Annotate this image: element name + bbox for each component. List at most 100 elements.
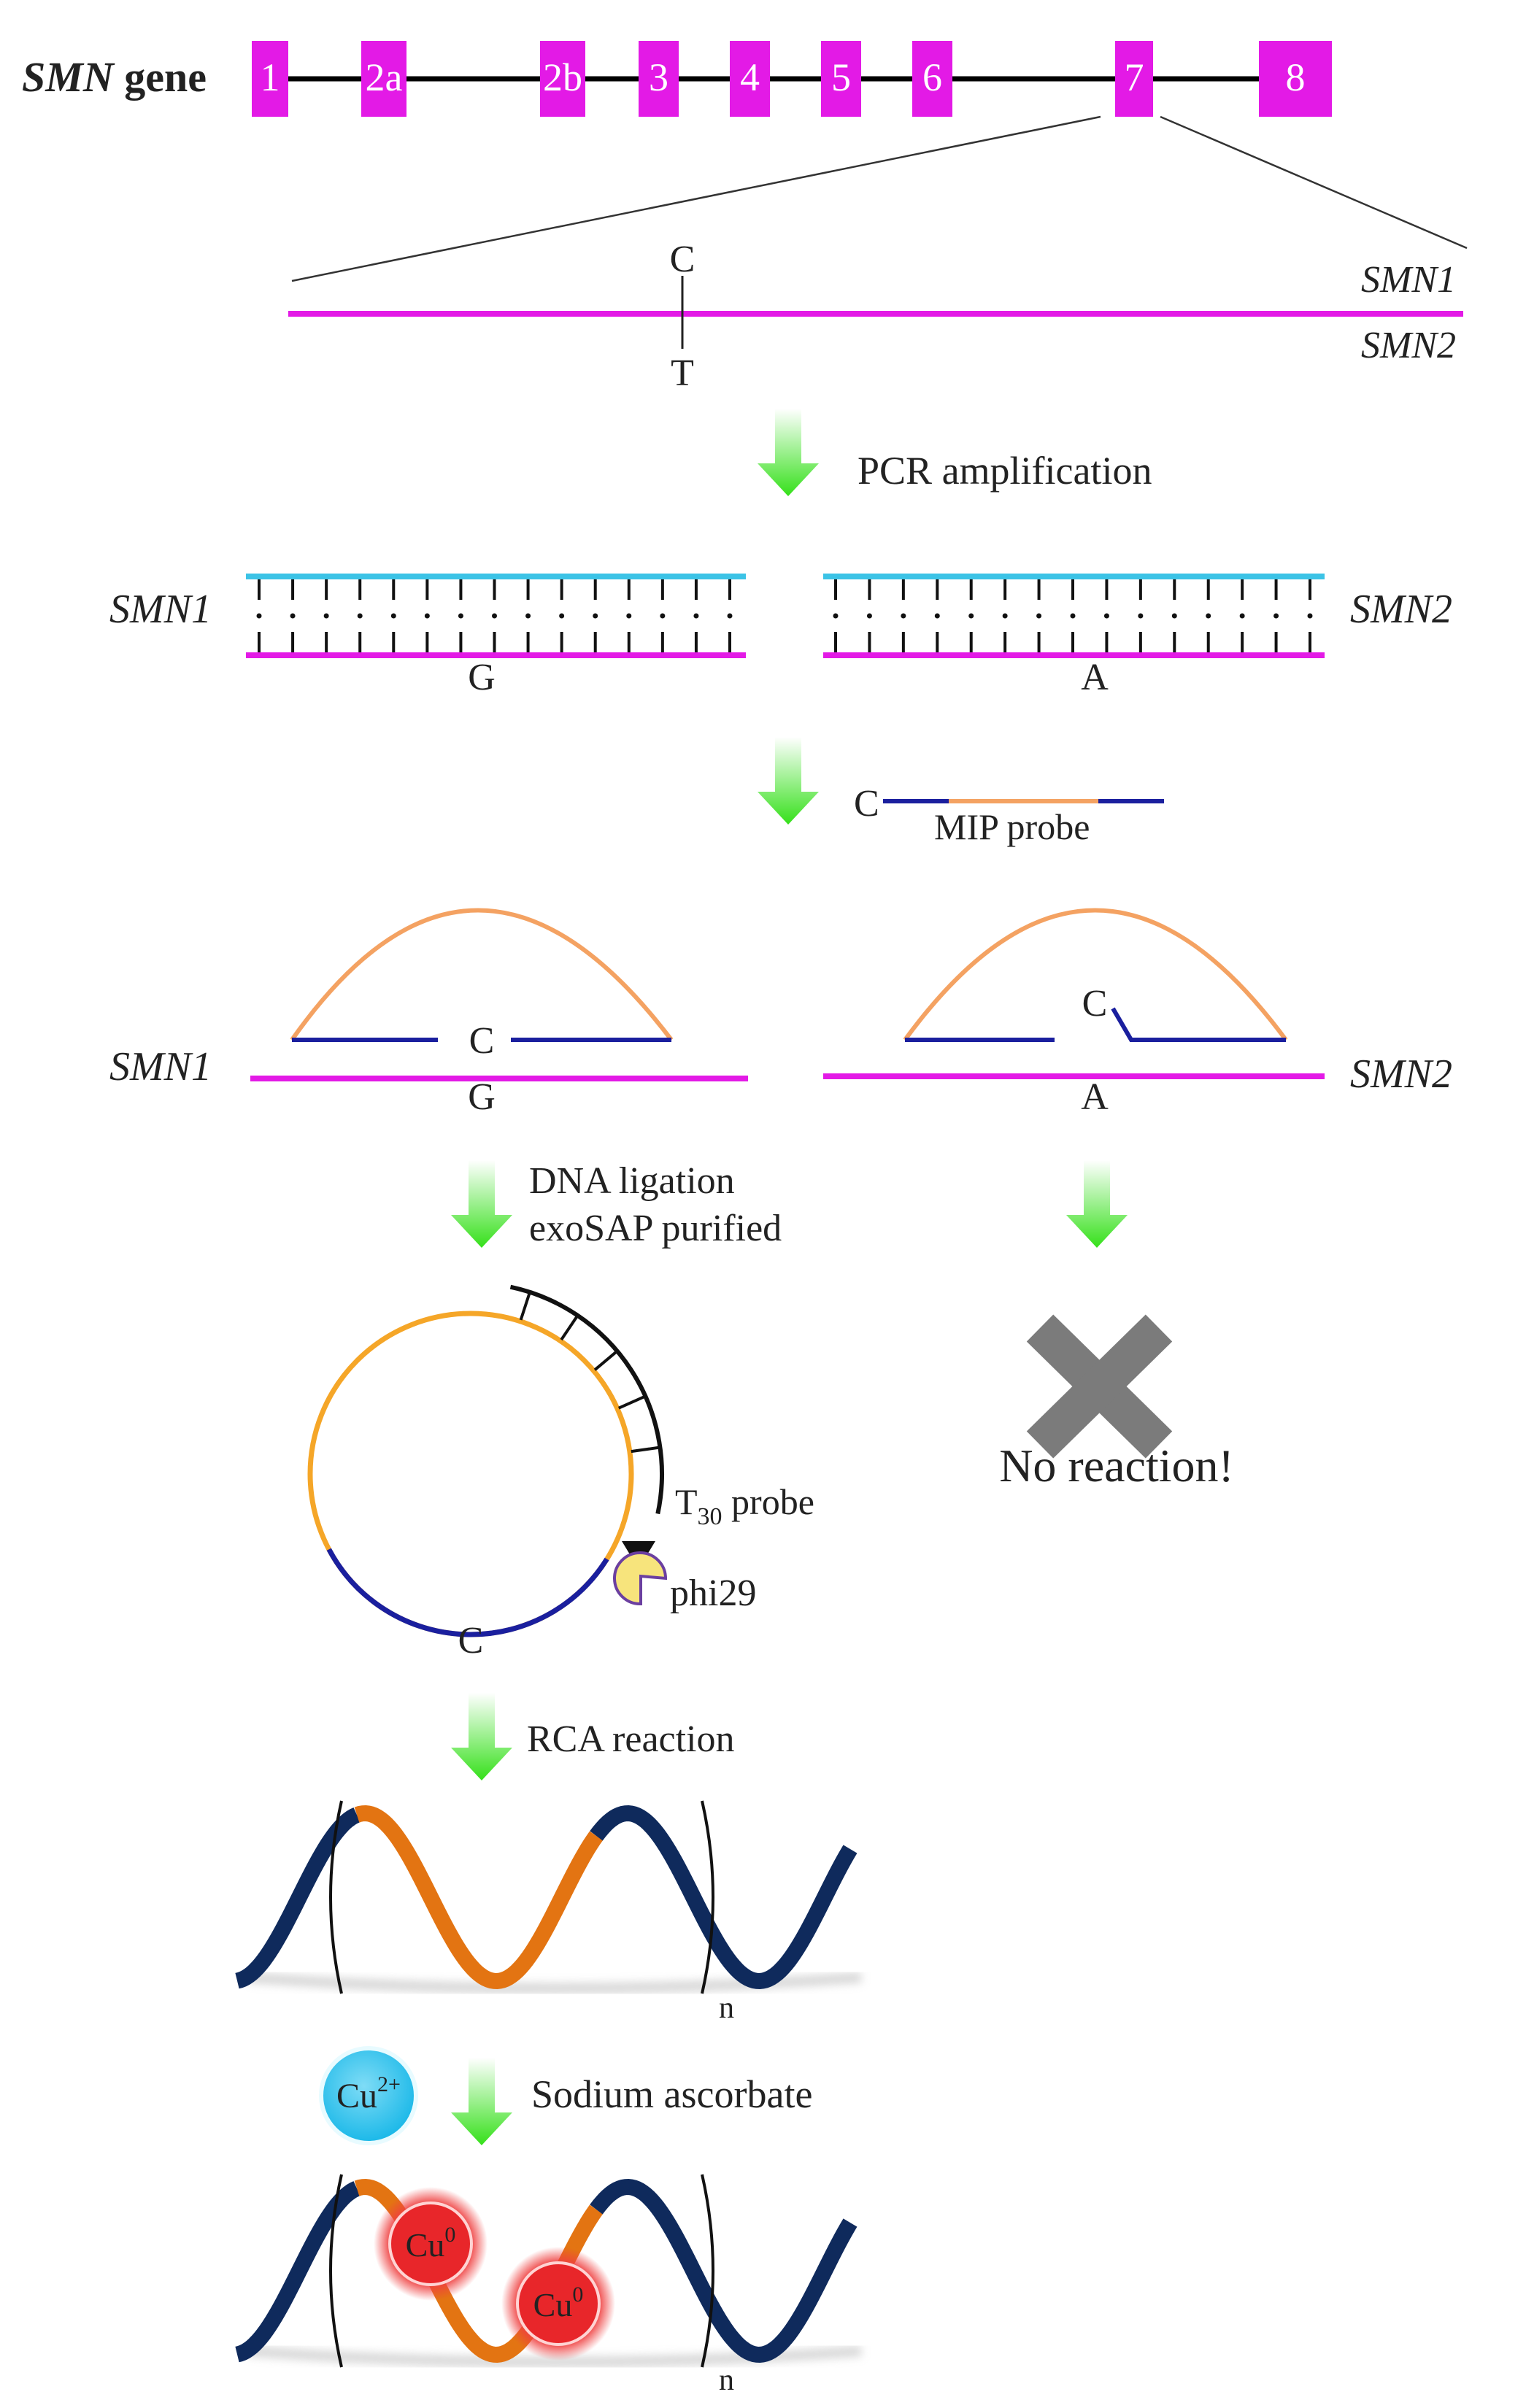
rca-strand-segment (590, 1805, 858, 1990)
smn1-duplex-rungs (256, 579, 733, 652)
t30-probe-arc (509, 1284, 664, 1515)
base-pair-dot (866, 613, 872, 619)
exon-2b: 2b (540, 41, 585, 117)
base-pair-dot (290, 613, 296, 619)
base-pair-dot (424, 613, 430, 619)
step-rca-label: RCA reaction (527, 1718, 735, 1760)
step-pcr-label: PCR amplification (858, 449, 1152, 493)
step-ligation-label-2: exoSAP purified (529, 1208, 782, 1249)
pcr-duplex-section: SMN1 SMN2 G A (109, 574, 1452, 698)
base-pair-dot (934, 613, 940, 619)
mip-probe-legend: C MIP probe (854, 783, 1164, 847)
process-arrow-icon (451, 2058, 512, 2145)
exon-7: 7 (1115, 41, 1153, 117)
rca-strand-segment (235, 2181, 361, 2363)
exon-box (540, 41, 585, 117)
hybridization-smn1: C G SMN1 (109, 908, 748, 1118)
t30-tick (519, 1292, 531, 1321)
cu2-label: Cu2+ (336, 2072, 401, 2115)
repeat-bracket-right (701, 2174, 714, 2368)
base-pair-dot (1307, 613, 1313, 619)
smn-gene-section: SMN gene 1 2a 2b 3 4 5 6 7 8 (22, 41, 1468, 282)
repeat-bracket-left (329, 2174, 343, 2368)
hybrid-smn1-label: SMN1 (109, 1044, 212, 1089)
repeat-bracket-right (701, 1800, 714, 1994)
base-pair-dot (357, 613, 363, 619)
exon-6: 6 (912, 41, 952, 117)
step-ligation-label-1: DNA ligation (529, 1160, 735, 1202)
smn2-probe-base: C (1082, 983, 1108, 1024)
exon-label: 2b (543, 55, 582, 99)
no-reaction-label: No reaction! (999, 1440, 1234, 1492)
exon-3: 3 (639, 41, 679, 117)
t30-tick (560, 1314, 579, 1341)
base-pair-dot (1171, 613, 1177, 619)
exon-5: 5 (821, 41, 861, 117)
exon-box (730, 41, 770, 117)
phi29-label: phi29 (670, 1572, 756, 1614)
exon-label: 5 (831, 55, 851, 99)
snp-bottom-base: T (671, 352, 694, 394)
exon-box (639, 41, 679, 117)
smn2-label: SMN2 (1361, 325, 1456, 366)
t30-tick (631, 1446, 660, 1454)
base-pair-dot (458, 613, 463, 619)
snp-top-base: C (670, 239, 695, 280)
smn1-target-base: G (468, 1076, 496, 1118)
repeat-bracket-left (329, 1800, 343, 1994)
base-pair-dot (492, 613, 497, 619)
process-arrow-icon (451, 1693, 512, 1780)
base-pair-dot (1036, 613, 1042, 619)
exon-4: 4 (730, 41, 770, 117)
base-pair-dot (1239, 613, 1245, 619)
exon-label: 3 (649, 55, 668, 99)
base-pair-dot (1138, 613, 1144, 619)
base-pair-dot (256, 613, 262, 619)
smn2-duplex-rungs (833, 579, 1313, 652)
process-arrow-icon (758, 737, 819, 825)
base-pair-dot (593, 613, 598, 619)
cu0-particle-icon-1 (388, 2201, 473, 2286)
base-pair-dot (901, 613, 906, 619)
base-pair-dot (1273, 613, 1279, 619)
process-arrow-icon (758, 409, 819, 496)
process-arrow-icon (1066, 1160, 1128, 1248)
circular-probe-group: C T30 probe phi29 (307, 1284, 814, 1662)
smn1-label: SMN1 (1361, 259, 1456, 301)
smn1-probe-loop (290, 908, 674, 1041)
smn2-probe-loop (903, 908, 1288, 1041)
rca-strand-segment (354, 1805, 603, 1990)
t30-probe-label: T30 probe (675, 1481, 814, 1530)
base-pair-dot (968, 613, 974, 619)
phi29-polymerase-icon (613, 1551, 668, 1606)
base-pair-dot (660, 613, 666, 619)
exon-label: 6 (922, 55, 942, 99)
gene-label: SMN gene (22, 53, 207, 101)
exon-label: 8 (1286, 55, 1306, 99)
t30-tick (617, 1394, 647, 1410)
base-pair-dot (727, 613, 733, 619)
base-pair-dot (1002, 613, 1008, 619)
base-pair-dot (559, 613, 565, 619)
smn1-probe-base: C (469, 1020, 495, 1062)
exon-box (252, 41, 288, 117)
duplex-smn1-base: G (468, 657, 496, 698)
base-pair-dot (693, 613, 699, 619)
exon-label: 7 (1125, 55, 1144, 99)
exon-label: 2a (366, 55, 403, 99)
cu-repeat-n: n (719, 2363, 734, 2397)
rca-product (235, 1800, 862, 1994)
exon-box (1115, 41, 1153, 117)
circle-base: C (458, 1620, 484, 1662)
zoom-line-right (1160, 115, 1468, 250)
rca-strand-segment (590, 2178, 858, 2363)
process-arrows (451, 409, 1128, 2145)
cu2-ion-icon (319, 2046, 418, 2145)
exon-2a: 2a (361, 41, 406, 117)
step-ascorbate-label: Sodium ascorbate (531, 2072, 812, 2116)
cu0-particles: Cu0 Cu0 (374, 2187, 615, 2361)
cu0-label-2: Cu0 (533, 2282, 584, 2323)
exon-1: 1 (252, 41, 288, 117)
hybridization-smn2: C A SMN2 (823, 908, 1452, 1118)
